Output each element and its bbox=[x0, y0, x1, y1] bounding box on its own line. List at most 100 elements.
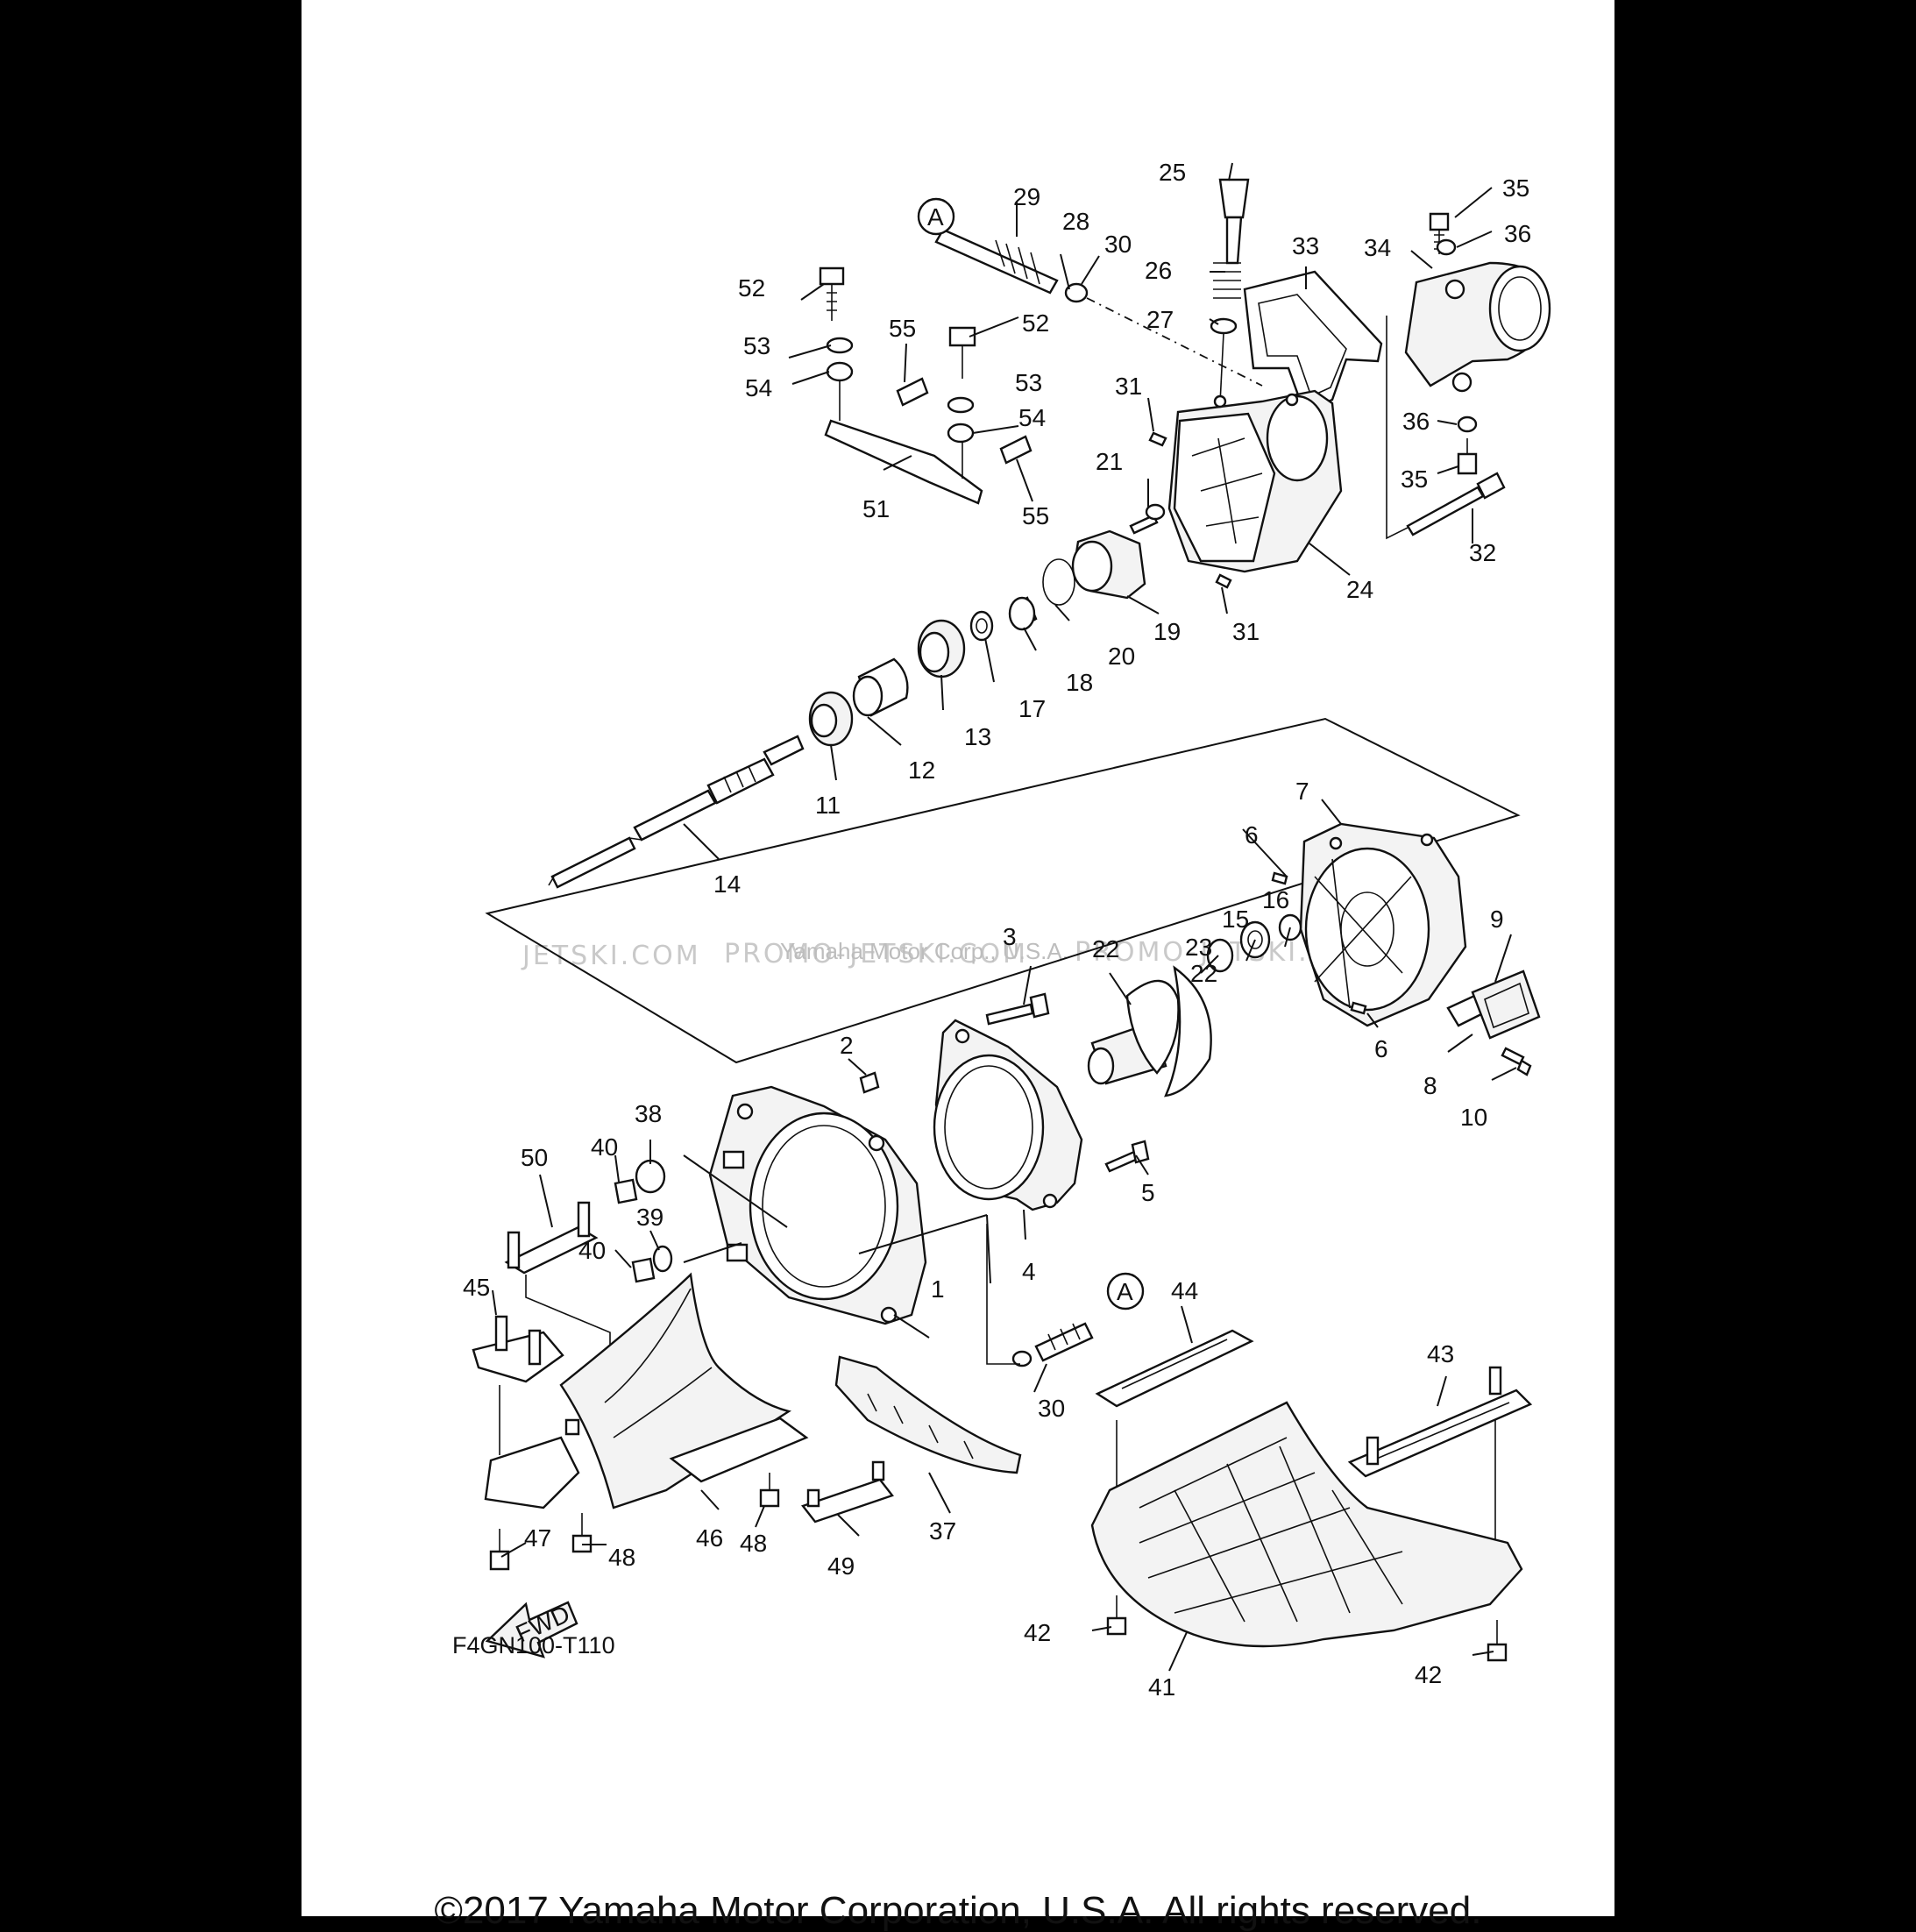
callout-label: 11 bbox=[815, 792, 841, 819]
leader-lines bbox=[683, 1154, 991, 1284]
callout-label: 36 bbox=[1504, 220, 1531, 247]
skid-plate-part bbox=[834, 1355, 1022, 1474]
callout-label: 45 bbox=[463, 1274, 490, 1301]
callout-label: 30 bbox=[1104, 231, 1132, 258]
impeller-part bbox=[1087, 965, 1212, 1097]
nozzle-part bbox=[1404, 261, 1551, 393]
rail-parts bbox=[1095, 1329, 1533, 1578]
housing-pins bbox=[1271, 871, 1367, 1015]
callout-label: 42 bbox=[1024, 1619, 1051, 1646]
callout-label: 27 bbox=[1146, 306, 1174, 333]
reference-mark-a bbox=[917, 197, 955, 236]
bolt-part bbox=[1104, 1140, 1150, 1173]
callout-label: 31 bbox=[1232, 618, 1260, 645]
callout-label: 38 bbox=[635, 1100, 662, 1127]
watermark-text: PROMO-JETSKI.COM bbox=[724, 939, 1028, 970]
long-bolt-part bbox=[1406, 472, 1506, 536]
callout-label: 53 bbox=[743, 332, 770, 359]
pin-part bbox=[859, 1071, 880, 1094]
callout-leaders bbox=[492, 162, 1517, 1672]
callout-label: 50 bbox=[521, 1144, 548, 1171]
callout-label: 52 bbox=[1022, 309, 1049, 337]
bracket-part bbox=[504, 1201, 611, 1367]
dowel-pins bbox=[1148, 431, 1232, 589]
callout-label: 37 bbox=[929, 1517, 956, 1545]
callout-label: 26 bbox=[1145, 257, 1172, 284]
callout-label: 8 bbox=[1423, 1072, 1437, 1099]
callout-label: 35 bbox=[1502, 174, 1529, 202]
callout-label: 22 bbox=[1092, 935, 1119, 962]
callout-label: 31 bbox=[1115, 373, 1142, 400]
hose-fitting-part bbox=[1210, 178, 1250, 404]
callout-label: 23 bbox=[1185, 934, 1212, 961]
callout-label: 36 bbox=[1402, 408, 1430, 435]
clip-part bbox=[1064, 282, 1263, 387]
callout-label: 30 bbox=[1038, 1395, 1065, 1422]
callout-label: 15 bbox=[1222, 906, 1249, 933]
inspection-cover bbox=[1446, 970, 1541, 1076]
callout-label: 43 bbox=[1427, 1340, 1454, 1367]
watermark-text: Yamaha Motor Corp., U.S.A. bbox=[780, 938, 1068, 964]
bracket-part bbox=[801, 1460, 894, 1524]
callout-label: 17 bbox=[1018, 695, 1046, 722]
mount-part bbox=[472, 1315, 564, 1455]
impeller-housing-part bbox=[1299, 822, 1467, 1027]
callout-label: 1 bbox=[931, 1275, 945, 1303]
callout-label: 49 bbox=[827, 1552, 855, 1580]
callout-label: 18 bbox=[1066, 669, 1093, 696]
callout-label: 40 bbox=[591, 1133, 618, 1161]
callout-label: 42 bbox=[1415, 1661, 1442, 1688]
callout-label: 4 bbox=[1022, 1258, 1036, 1285]
callout-label: 55 bbox=[1022, 502, 1049, 529]
ride-plate-part bbox=[484, 1272, 809, 1509]
callout-label: 55 bbox=[889, 315, 916, 342]
wear-ring-housing-part bbox=[933, 1019, 1083, 1211]
steering-shaft-lower: A bbox=[986, 1224, 1145, 1367]
callout-label: 22 bbox=[1190, 960, 1217, 987]
intake-grate-part bbox=[1090, 1401, 1523, 1648]
callout-label: 51 bbox=[862, 495, 890, 522]
copyright-notice: ©2017 Yamaha Motor Corporation, U.S.A. A… bbox=[434, 1889, 1482, 1932]
callout-label: 33 bbox=[1292, 232, 1319, 259]
assembly-outline bbox=[485, 717, 1521, 1064]
figure-code: F4GN100-T110 bbox=[452, 1632, 615, 1659]
callout-label: 53 bbox=[1015, 369, 1042, 396]
callout-label: 47 bbox=[524, 1524, 551, 1552]
callout-label: 52 bbox=[738, 274, 765, 302]
washers-nuts bbox=[614, 1159, 673, 1283]
callout-label: 14 bbox=[713, 870, 741, 898]
bolts-small bbox=[1106, 1595, 1508, 1662]
callout-label: 48 bbox=[740, 1530, 767, 1557]
callout-label: 12 bbox=[908, 756, 935, 784]
callout-label: 2 bbox=[840, 1032, 854, 1059]
callout-label: 20 bbox=[1108, 643, 1135, 670]
callout-label: 6 bbox=[1245, 821, 1259, 849]
reference-mark-a bbox=[1106, 1272, 1145, 1310]
pump-housing-part bbox=[1167, 389, 1343, 573]
callout-label: 54 bbox=[745, 374, 772, 401]
upper-bracket-assembly bbox=[819, 266, 1033, 505]
cap-assembly bbox=[1042, 503, 1166, 606]
callout-label: 35 bbox=[1401, 465, 1428, 493]
callout-label: 28 bbox=[1062, 208, 1089, 235]
callout-label: 29 bbox=[1013, 183, 1040, 210]
drive-shaft-part bbox=[548, 735, 805, 889]
callout-label: 40 bbox=[578, 1237, 606, 1264]
callout-label: 48 bbox=[608, 1544, 635, 1571]
reference-mark-label: A bbox=[927, 203, 944, 231]
callout-label: 7 bbox=[1295, 778, 1309, 805]
callout-label: 34 bbox=[1364, 234, 1391, 261]
callout-label: 3 bbox=[1003, 923, 1017, 950]
bolt-part bbox=[985, 992, 1050, 1026]
reference-mark-label: A bbox=[1117, 1278, 1133, 1305]
callout-label: 32 bbox=[1469, 539, 1496, 566]
watermark-text: JETSKI.COM bbox=[521, 941, 701, 971]
intake-housing-part bbox=[708, 1085, 927, 1325]
callout-label: 41 bbox=[1148, 1673, 1175, 1701]
callout-label: 39 bbox=[636, 1204, 664, 1231]
callout-label: 54 bbox=[1018, 404, 1046, 431]
callout-label: 46 bbox=[696, 1524, 723, 1552]
callout-label: 19 bbox=[1153, 618, 1181, 645]
callout-label: 25 bbox=[1159, 159, 1186, 186]
